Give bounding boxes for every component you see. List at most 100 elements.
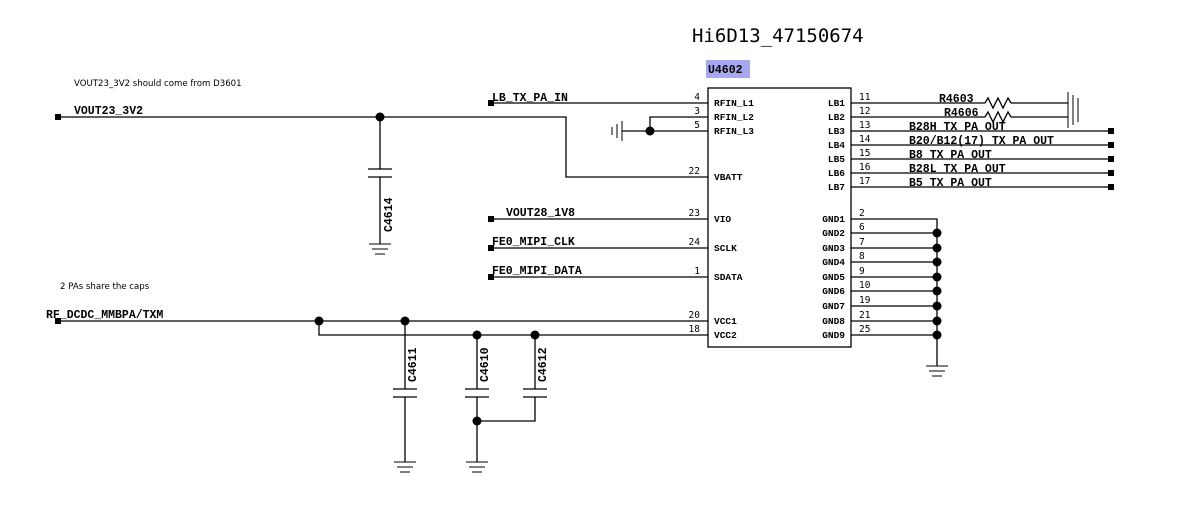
junction-rfin <box>645 126 655 136</box>
ground-icon <box>611 121 623 141</box>
ground-icon <box>1067 92 1079 128</box>
pin-name: VIO <box>714 214 731 225</box>
lb-pin-group: LB1 11 LB2 12 LB3 13 LB4 14 LB5 15 LB6 1… <box>828 92 871 193</box>
vout28-label: VOUT28_1V8 <box>506 207 575 220</box>
vout-note: VOUT23_3V2 should come from D3601 <box>74 79 242 89</box>
pin-number: 14 <box>859 134 871 145</box>
junction-gnd <box>932 330 942 340</box>
pin-name: LB2 <box>828 112 845 123</box>
rf-dcdc-port <box>55 318 61 324</box>
pin-name: GND4 <box>822 257 845 268</box>
c4611-plates <box>393 388 417 398</box>
part-title: Hi6D13_47150674 <box>692 25 864 47</box>
gnd-pin-group: GND1 2 GND2 6 GND3 7 GND4 8 GND5 9 GND6 … <box>822 208 871 341</box>
junction-gnd <box>932 243 942 253</box>
ground-icon <box>394 461 416 473</box>
caps-note: 2 PAs share the caps <box>60 282 150 292</box>
pin-name: LB6 <box>828 168 845 179</box>
pin-number: 13 <box>859 120 870 131</box>
pin-name: VBATT <box>714 172 743 183</box>
c4614-label: C4614 <box>383 197 396 232</box>
b28l-label: B28L_TX_PA_OUT <box>909 163 1006 176</box>
pin-number: 5 <box>694 120 700 131</box>
refdes-highlight <box>706 60 750 78</box>
junction-vcc <box>314 316 324 326</box>
pin-name: GND3 <box>822 243 845 254</box>
r4606-zigzag <box>984 110 1012 124</box>
pin-name: VCC2 <box>714 330 737 341</box>
c4611-label: C4611 <box>407 347 420 382</box>
c4612-wire-bottom <box>477 397 536 422</box>
c4612-label: C4612 <box>537 347 550 382</box>
b20-port <box>1108 142 1114 148</box>
vout23-label: VOUT23_3V2 <box>74 105 143 118</box>
pin-name: LB4 <box>828 140 845 151</box>
pin-name: LB7 <box>828 182 845 193</box>
pin-number: 18 <box>689 324 701 335</box>
lb-tx-port <box>488 100 494 106</box>
pin-name: GND5 <box>822 272 845 283</box>
pin-name: RFIN_L3 <box>714 126 754 137</box>
c4612-plates <box>523 388 547 398</box>
junction-gnd <box>932 228 942 238</box>
pin-name: LB3 <box>828 126 845 137</box>
pin-number: 6 <box>859 222 865 233</box>
junction-cap-gnd <box>472 416 482 426</box>
pin-number: 7 <box>859 237 865 248</box>
pin-name: GND1 <box>822 214 845 225</box>
b8-label: B8_TX_PA_OUT <box>909 149 992 162</box>
pin-number: 22 <box>689 166 700 177</box>
pin-name: LB5 <box>828 154 845 165</box>
pin-name: RFIN_L1 <box>714 98 754 109</box>
b5-port <box>1108 184 1114 190</box>
mipi-clk-port <box>488 245 494 251</box>
ground-icon <box>926 365 948 377</box>
pin-number: 15 <box>859 148 870 159</box>
b28h-label: B28H_TX_PA_OUT <box>909 121 1006 134</box>
pin-number: 9 <box>859 266 865 277</box>
pin-number: 3 <box>694 106 700 117</box>
mipi-data-label: FE0_MIPI_DATA <box>492 265 582 278</box>
pin-number: 21 <box>859 310 871 321</box>
c4614-plates <box>368 168 392 178</box>
vout23-port <box>55 114 61 120</box>
pin-number: 4 <box>694 92 700 103</box>
junction-gnd <box>932 301 942 311</box>
junction-gnd <box>932 316 942 326</box>
pin-name: LB1 <box>828 98 845 109</box>
pin-name: RFIN_L2 <box>714 112 754 123</box>
pin-name: VCC1 <box>714 316 737 327</box>
ic-body <box>707 87 852 348</box>
b8-port <box>1108 156 1114 162</box>
mipi-clk-label: FE0_MIPI_CLK <box>492 236 575 249</box>
pin-number: 16 <box>859 162 871 173</box>
b5-label: B5_TX_PA_OUT <box>909 177 992 190</box>
junction-gnd <box>932 286 942 296</box>
pin-name: SDATA <box>714 272 743 283</box>
pin-number: 2 <box>859 208 865 219</box>
pin-name: GND6 <box>822 286 845 297</box>
chip-refdes: U4602 <box>708 64 743 77</box>
c4610-label: C4610 <box>479 347 492 382</box>
pin-number: 11 <box>859 92 871 103</box>
left-pin-group: 4 RFIN_L1 3 RFIN_L2 5 RFIN_L3 22 VBATT 2… <box>689 92 755 341</box>
junction-gnd <box>932 257 942 267</box>
c4610-plates <box>465 388 489 398</box>
r4603-zigzag <box>984 96 1012 110</box>
r4603-label: R4603 <box>939 93 974 106</box>
b20-label: B20/B12(17)_TX_PA_OUT <box>909 135 1054 148</box>
b28h-port <box>1108 128 1114 134</box>
rf-dcdc-label: RF_DCDC_MMBPA/TXM <box>46 309 163 322</box>
mipi-data-port <box>488 274 494 280</box>
vout23-wire <box>61 116 708 178</box>
pin-name: GND9 <box>822 330 845 341</box>
pin-number: 17 <box>859 176 870 187</box>
gnd-pin-wires <box>851 232 937 336</box>
pin-number: 1 <box>694 266 700 277</box>
pin-number: 10 <box>859 280 871 291</box>
junction-gnd <box>932 272 942 282</box>
pin-number: 12 <box>859 106 870 117</box>
pin-number: 24 <box>689 237 701 248</box>
b28l-port <box>1108 170 1114 176</box>
